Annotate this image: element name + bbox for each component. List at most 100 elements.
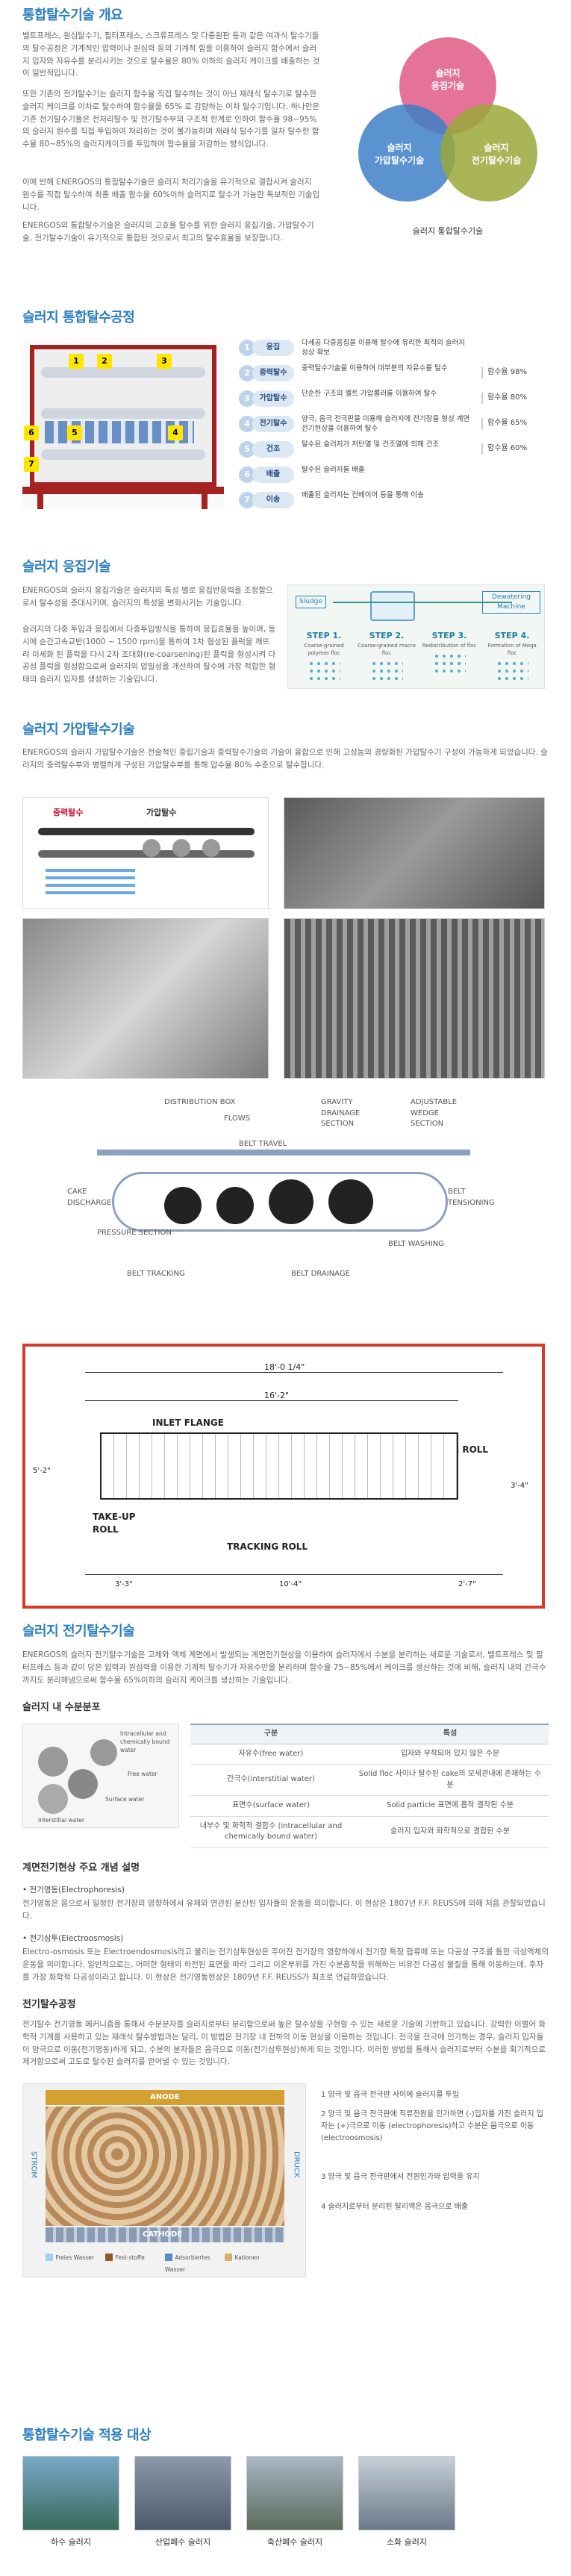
press-label-pressure: 가압탈수 [146, 808, 177, 817]
step-name: 이송 [252, 492, 294, 508]
schem-pressure: PRESSURE SECTION [97, 1229, 172, 1237]
coag-title: 슬러지 응집기술 [22, 559, 111, 575]
press-label-gravity: 중력탈수 [53, 808, 84, 817]
druck-label: DRUCK [292, 2151, 301, 2178]
apply-label: 산업폐수 슬러지 [155, 2537, 211, 2547]
dim-tracking: TRACKING ROLL [227, 1541, 308, 1552]
dim-right: 3'-4" [511, 1482, 528, 1490]
step-desc: 탈수된 슬러지를 배출 [302, 466, 365, 474]
dim-inlet: INLET FLANGE [152, 1418, 224, 1428]
legend-label: Kationen [234, 2254, 260, 2261]
electro-process-step-1: 1 양극 및 음극 전극판 사이에 슬러지를 투입 [321, 2091, 460, 2099]
apply-photo [358, 2456, 455, 2530]
coag-step-title: STEP 3. [431, 631, 467, 640]
table-cell-category: 내부수 및 화학적 결합수 (intracellular and chemica… [190, 1816, 352, 1848]
step-number: 2 [239, 365, 255, 381]
electro-para: ENERGOS의 슬러지 전기탈수기술은 고체와 액체 계면에서 발생되는 계면… [22, 1650, 546, 1685]
coag-sludge-label: Sludge [296, 596, 326, 609]
dim-upper: 16'-2" [264, 1391, 290, 1400]
table-row: 내부수 및 화학적 결합수 (intracellular and chemica… [190, 1816, 549, 1848]
venn-label-coagulation: 슬러지 응집기술 [431, 68, 465, 92]
schem-tensioning: BELT TENSIONING [448, 1188, 495, 1207]
table-cell-property: 입자와 부착되어 있지 않은 수분 [352, 1744, 549, 1765]
step-desc: 중력탈수기술을 이용하여 대부분의 자유수를 탈수 [302, 364, 448, 372]
legend-label: Fest-stoffe [115, 2254, 145, 2261]
electro-process-step-3: 3 양극 및 음극 전극판에서 전원인가와 압력을 유지 [321, 2173, 480, 2181]
step-desc: 다세공 다중응집을 이용해 탈수에 유리한 최적의 슬러지 성상 확보 [302, 339, 466, 357]
overview-para-3: 이에 반해 ENERGOS의 통합탈수기술은 슬러지 처리기술을 유기적으로 결… [22, 178, 320, 212]
coag-step-title: STEP 2. [369, 631, 405, 640]
schem-washing: BELT WASHING [388, 1240, 444, 1248]
floc-illustration [370, 660, 403, 683]
venn-diagram: 슬러지 응집기술 슬러지 가압탈수기술 슬러지 전기탈수기술 슬러지 통합탈수기… [351, 30, 545, 254]
electro-process-step-2: 2 양극 및 음극 전극판에 직류전원을 인가하면 (-)입자를 가진 슬러지 … [321, 2110, 543, 2142]
table-row: 간극수(interstitial water)Solid floc 사이나 탈수… [190, 1764, 549, 1796]
step-value: 함수율 98% [481, 367, 527, 378]
step-name: 중력탈수 [252, 365, 294, 381]
coag-section: ENERGOS의 슬러지 응집기술은 슬러지의 특성 별로 응집반응력을 조정함… [0, 584, 571, 689]
water-distribution-illustration: Intracellular and chemically bound water… [22, 1724, 179, 1828]
dim-b1: 3'-3" [115, 1580, 133, 1588]
legend-item: Fest-stoffe [105, 2251, 165, 2269]
electro-title: 슬러지 전기탈수기술 [22, 1624, 135, 1639]
legend-item: Kationen [225, 2251, 284, 2269]
coag-step-title: STEP 1. [306, 631, 342, 640]
coag-step-4: STEP 4.Formation of Mega floc [482, 630, 542, 687]
press-para: ENERGOS의 슬러지 가압탈수기술은 전술적인 중립기술과 중력탈수기술의 … [22, 748, 548, 770]
machine-label-6: 6 [24, 425, 39, 440]
apply-label: 축산폐수 슬러지 [266, 2537, 323, 2547]
water-lbl-intracellular: Intracellular and chemically bound water [120, 1730, 170, 1753]
coag-step-3: STEP 3. Redistribution of floc [419, 630, 479, 687]
press-diagram-belt: 중력탈수 가압탈수 [22, 797, 269, 909]
table-cell-category: 표면수(surface water) [190, 1795, 352, 1817]
apply-photo [134, 2456, 231, 2530]
step-value: 함수율 65% [481, 418, 527, 429]
step-value: 함수율 60% [481, 443, 527, 455]
overview-para-4: ENERGOS의 통합탈수기술은 슬러지의 고효율 탈수를 위한 슬러지 응집기… [22, 221, 314, 243]
legend-swatch [105, 2254, 113, 2261]
table-cell-property: Solid floc 사이나 탈수된 cake의 모세관내에 존재하는 수분 [352, 1764, 549, 1796]
water-lbl-surface: Surface water [105, 1796, 145, 1803]
schem-gravity: GRAVITY DRAINAGE SECTION [321, 1098, 361, 1128]
concept-title: 계면전기현상 주요 개념 설명 [22, 1862, 140, 1874]
cathode-plate [46, 2227, 284, 2242]
coag-step-sub: Redistribution of floc [422, 642, 477, 649]
water-lbl-interstitial: Interstitial water [38, 1817, 84, 1824]
table-header-property: 특성 [352, 1724, 549, 1744]
step-desc: 탈수된 슬러지가 저탄열 및 건조열에 의해 건조 [302, 440, 440, 449]
apply-label: 소화 슬러지 [386, 2537, 428, 2547]
process-machine-illustration: 1 2 3 4 5 6 7 [22, 337, 224, 509]
apply-item: 축산폐수 슬러지 [246, 2456, 343, 2560]
legend-swatch [225, 2254, 232, 2261]
step-desc: 배출된 슬러지는 컨베이어 등을 통해 이송 [302, 491, 424, 499]
legend-label: Adsorbiertes Wasser [165, 2254, 210, 2273]
press-photo-1 [284, 797, 545, 909]
coag-para-2: 슬러지의 다중 투입과 응집에서 다중투입방식을 통하여 응집효율을 높이며, … [22, 625, 276, 684]
coag-step-2: STEP 2. Coarse-grained macro floc [357, 630, 416, 687]
coag-step-sub: Formation of Mega floc [487, 642, 537, 657]
step-number: 1 [239, 340, 255, 356]
table-cell-property: 슬러지 입자와 화학적으로 결합된 수분 [352, 1816, 549, 1848]
venn-label-press: 슬러지 가압탈수기술 [374, 143, 425, 166]
step-desc: 양극, 음극 전극판을 이용해 슬러지에 전기장을 형성 계면전기현상을 이용하… [302, 415, 470, 433]
step-number: 4 [239, 416, 255, 432]
apply-item: 하수 슬러지 [22, 2456, 119, 2560]
water-distribution-title: 슬러지 내 수분분포 [22, 1702, 101, 1713]
step-name: 응집 [252, 340, 294, 356]
dim-b2: 10'-4" [279, 1580, 302, 1588]
press-photo-3 [284, 918, 545, 1079]
step-number: 3 [239, 390, 255, 407]
coag-step-sub: Coarse-grained macro floc [358, 642, 416, 657]
machine-label-4: 4 [168, 425, 183, 440]
step-value: 함수율 80% [481, 393, 527, 404]
step-number: 7 [239, 492, 255, 508]
legend-swatch [165, 2254, 172, 2261]
es-text: Electro-osmosis 또는 Electroendosmosis라고 불… [22, 1947, 549, 1982]
overview-para-1: 벨트프레스, 원심탈수기, 필터프레스, 스크류프레스 및 다중원판 등과 같은… [22, 31, 320, 78]
